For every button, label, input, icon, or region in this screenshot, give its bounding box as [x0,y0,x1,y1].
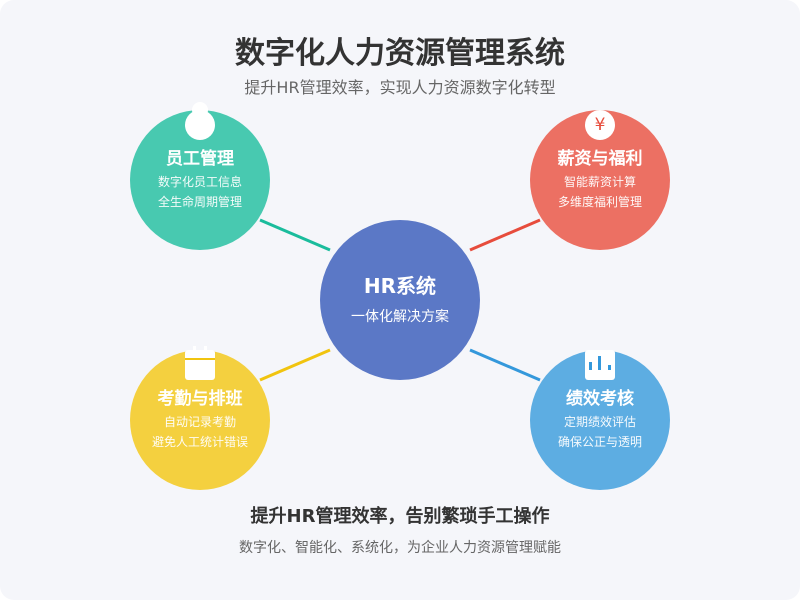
node-title: 员工管理 [166,149,234,169]
center-title: HR系统 [363,274,437,298]
node-title: 考勤与排班 [157,389,243,409]
connector-salary [469,218,541,252]
page-title: 数字化人力资源管理系统 [235,36,565,71]
node-title: 薪资与福利 [557,149,643,169]
node-performance-review: 绩效考核 定期绩效评估 确保公正与透明 [530,350,670,490]
page-subtitle: 提升HR管理效率，实现人力资源数字化转型 [244,78,556,97]
node-line: 避免人工统计错误 [151,435,248,449]
yen-icon: ¥ [585,110,615,140]
node-line: 确保公正与透明 [557,435,642,449]
connector-performance [469,348,541,382]
node-line: 多维度福利管理 [557,195,642,209]
connector-employee [259,218,331,252]
connector-attendance [259,348,331,382]
node-title: 绩效考核 [566,389,634,409]
footer-title: 提升HR管理效率，告别繁琐手工操作 [250,506,550,527]
node-line: 定期绩效评估 [563,415,636,429]
node-line: 智能薪资计算 [563,175,636,189]
node-line: 数字化员工信息 [157,175,242,189]
node-salary-benefits: ¥ 薪资与福利 智能薪资计算 多维度福利管理 [530,110,670,250]
center-desc: 一体化解决方案 [351,309,449,325]
node-line: 自动记录考勤 [163,415,236,429]
center-hr-system: HR系统 一体化解决方案 [320,220,480,380]
node-attendance-scheduling: 考勤与排班 自动记录考勤 避免人工统计错误 [130,346,270,490]
node-line: 全生命周期管理 [157,195,242,209]
footer-subtitle: 数字化、智能化、系统化，为企业人力资源管理赋能 [239,540,561,556]
node-employee-management: 员工管理 数字化员工信息 全生命周期管理 [130,102,270,250]
